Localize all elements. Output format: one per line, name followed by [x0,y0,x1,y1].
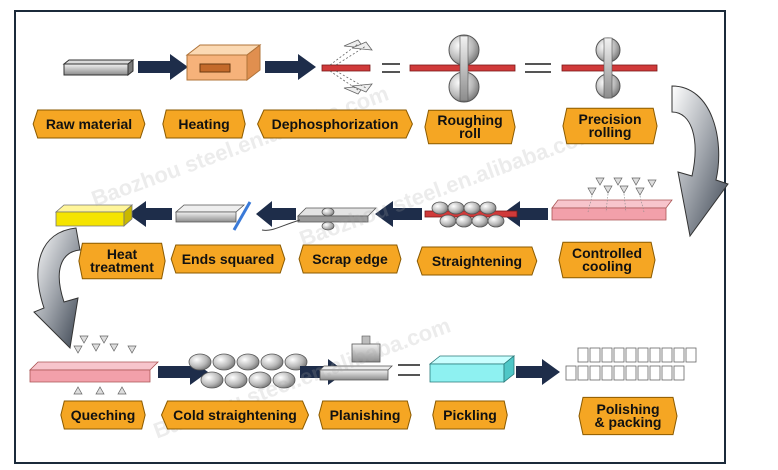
straightening-rolls [424,201,518,228]
scrap-edge-plate [261,207,377,231]
step-label-dephosphorization: Dephosphorization [256,109,414,139]
precision-rolls [561,37,658,99]
dephosphorization-sprays [321,39,373,95]
step-label-polishing-packing: Polishing & packing [578,396,678,436]
step-label-precision-rolling: Precision rolling [562,107,658,145]
step-label-cold-straightening: Cold straightening [160,400,310,430]
quenching-plate [29,335,159,395]
pickling-tank [428,355,516,383]
equals-separator-1 [382,63,400,73]
step-label-planishing: Planishing [318,400,412,430]
cold-straightening-rolls [188,353,308,389]
step-label-ends-squared: Ends squared [170,244,286,274]
flow-arrow-2 [265,54,316,80]
planishing-press [319,335,393,381]
curved-arrow-right [671,85,729,238]
flow-arrow-6 [128,201,172,227]
step-label-roughing-roll: Roughing roll [424,109,516,145]
heating-furnace [185,43,262,82]
flow-arrow-3 [502,201,548,227]
flow-arrow-1 [138,54,188,80]
step-label-scrap-edge: Scrap edge [298,244,402,274]
controlled-cooling-plate [551,177,673,221]
step-label-pickling: Pickling [432,400,508,430]
raw-material-bar [62,58,135,77]
flow-arrow-4 [375,201,422,227]
step-label-heat-treatment: Heat treatment [78,242,166,280]
step-label-heating: Heating [162,109,246,139]
step-label-queching: Queching [60,400,146,430]
curved-arrow-left [33,227,81,350]
equals-separator-3 [398,364,420,376]
heat-treatment-block [54,204,134,227]
packed-bars [565,347,697,381]
step-label-raw-material: Raw material [32,109,146,139]
flow-arrow-5 [256,201,296,227]
step-label-controlled-cooling: Controlled cooling [558,241,656,279]
flow-arrow-9 [516,359,560,385]
ends-squared-plate [174,201,252,231]
step-label-straightening: Straightening [416,246,538,276]
equals-separator-2 [525,63,551,73]
roughing-rolls [409,34,516,103]
